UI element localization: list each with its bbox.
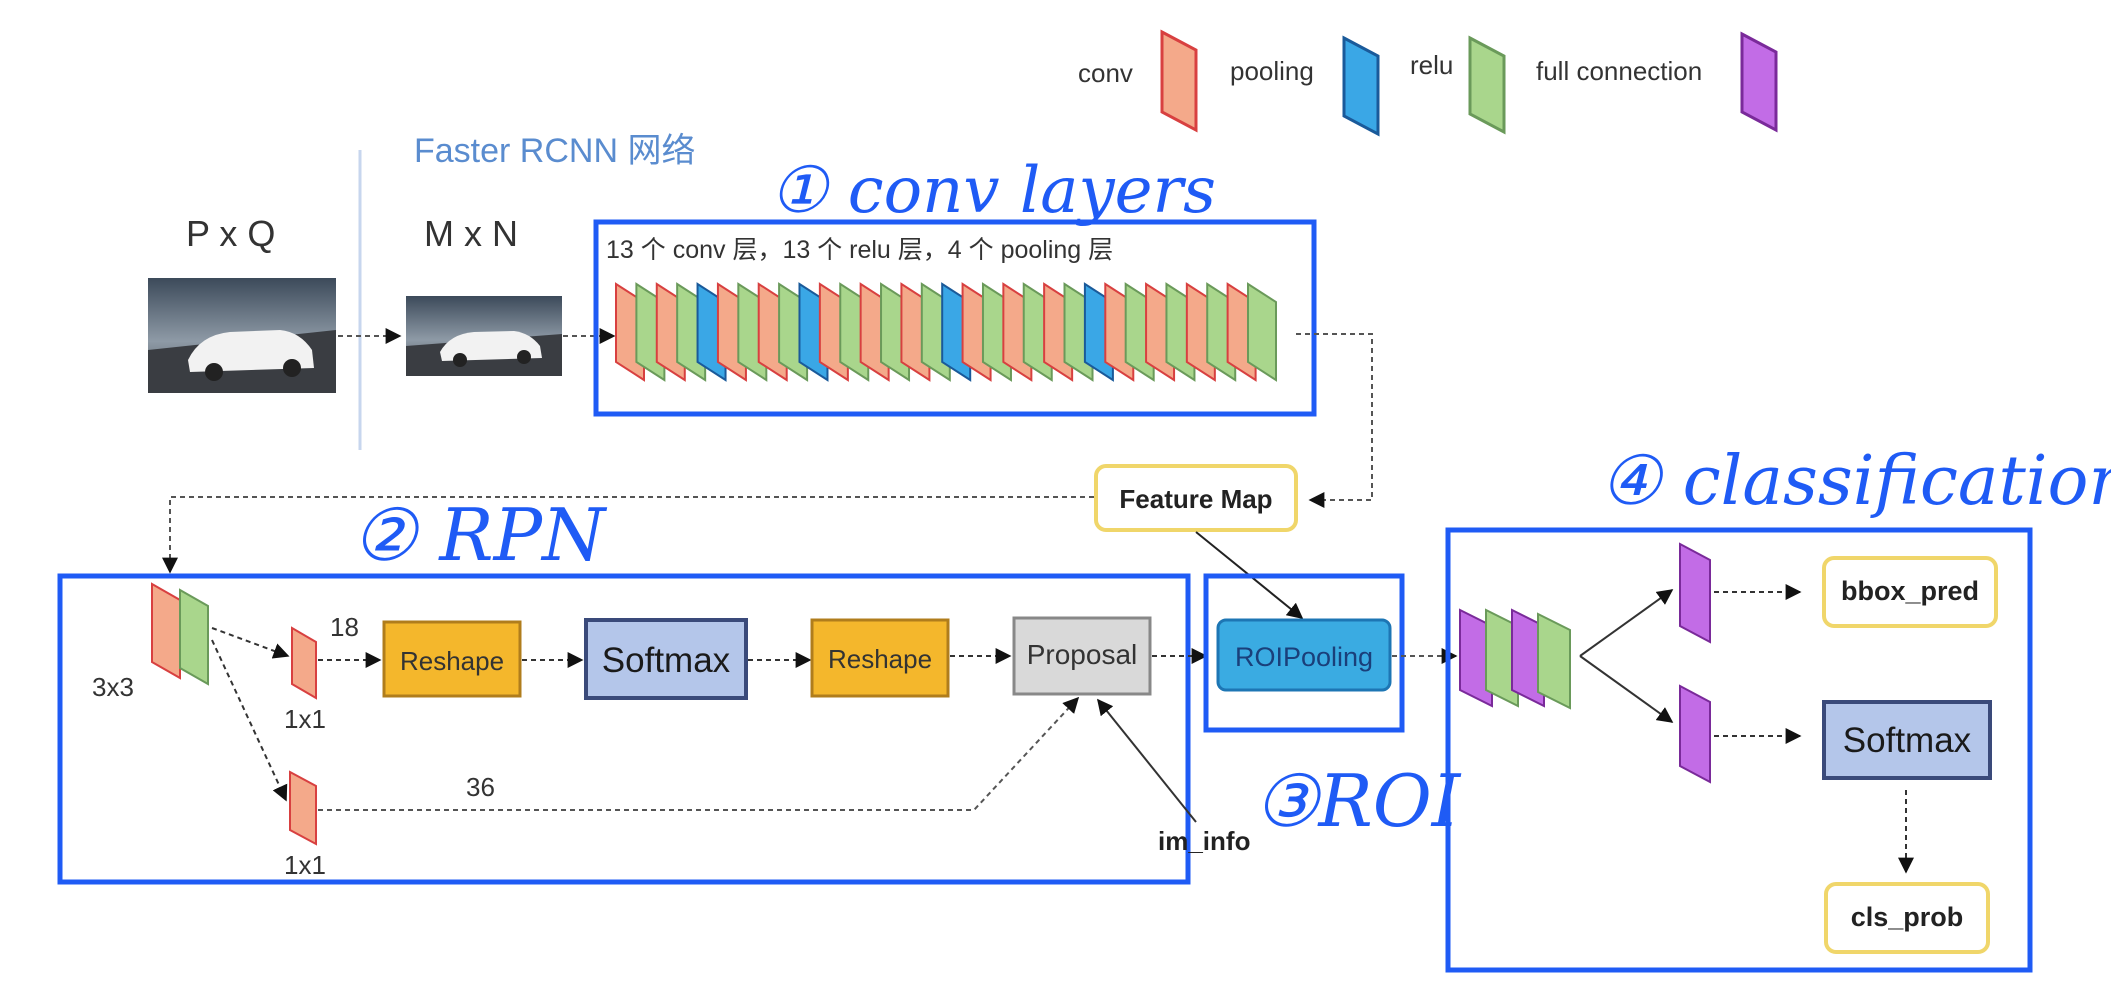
reshape-box-1: Reshape <box>382 620 522 698</box>
arrow-to-bbox-fc <box>1579 589 1674 657</box>
arrow-rpn-cls-conv <box>211 627 290 659</box>
cls-prob-box: cls_prob <box>1824 882 1990 954</box>
resized-image <box>406 296 562 376</box>
rpn-relu-icon <box>179 588 209 686</box>
classifier-fc-icon-2 <box>1511 608 1545 708</box>
legend-pooling-label: pooling <box>1230 56 1314 86</box>
legend-relu-label: relu <box>1410 50 1453 80</box>
legend-full-connection-icon <box>1740 31 1778 133</box>
input-size-label: P x Q <box>186 213 275 254</box>
rpn-softmax-box: Softmax <box>584 618 748 700</box>
classifier-fc-icon-1 <box>1459 608 1493 708</box>
bbox-pred-label: bbox_pred <box>1841 576 1979 606</box>
reshape-2-label: Reshape <box>828 644 932 674</box>
rpn-cls-conv-1x1-icon <box>291 626 317 700</box>
cls-prob-label: cls_prob <box>1851 902 1964 932</box>
classifier-relu-icon-2 <box>1537 612 1571 710</box>
rpn-36-label: 36 <box>466 772 495 802</box>
conv-block-caption: 13 个 conv 层，13 个 relu 层，4 个 pooling 层 <box>606 236 1113 264</box>
proposal-box: Proposal <box>1012 616 1152 696</box>
legend-conv-icon <box>1160 29 1198 133</box>
reshape-1-label: Reshape <box>400 646 504 676</box>
network-title: Faster RCNN 网络 <box>414 132 695 170</box>
rpn-reg-conv-1x1-icon <box>289 770 317 846</box>
annotation-rpn: ② RPN <box>352 493 608 577</box>
arrow-rpn-reg-conv <box>211 639 288 802</box>
rpn-softmax-label: Softmax <box>602 641 731 680</box>
legend-relu-icon <box>1468 35 1506 135</box>
rpn-3x3-label: 3x3 <box>92 672 134 702</box>
classifier-relu-icon-1 <box>1485 608 1519 708</box>
annotation-roi: ③ROI <box>1254 759 1462 843</box>
rpn-conv-3x3-icon <box>151 582 181 680</box>
classifier-softmax-label: Softmax <box>1843 721 1972 760</box>
roi-pooling-label: ROIPooling <box>1235 642 1373 672</box>
proposal-label: Proposal <box>1027 639 1138 670</box>
legend: conv pooling relu full connection <box>1078 29 1778 137</box>
conv-layers-highlight-box <box>593 219 1317 417</box>
conv-stack <box>615 282 1277 382</box>
rpn-highlight-box <box>57 573 1191 885</box>
im-info-label: im_info <box>1158 826 1250 856</box>
arrow-iminfo-proposal <box>1096 698 1197 823</box>
legend-pooling-icon <box>1342 35 1380 137</box>
arrow-conv-featuremap <box>1296 333 1373 508</box>
arrow-reg-proposal <box>318 696 1080 811</box>
annotation-conv-layers: ① conv layers <box>770 154 1216 228</box>
reshape-box-2: Reshape <box>810 618 950 698</box>
conv-stack-relu-layer <box>1247 282 1277 382</box>
rpn-18-label: 18 <box>330 612 359 642</box>
bbox-fc-icon <box>1679 542 1711 644</box>
legend-full-connection-label: full connection <box>1536 56 1702 86</box>
input-image <box>148 278 336 393</box>
bbox-pred-box: bbox_pred <box>1822 556 1998 628</box>
rpn-cls-1x1-label: 1x1 <box>284 704 326 734</box>
legend-conv-label: conv <box>1078 58 1133 88</box>
roi-pooling-box: ROIPooling <box>1216 618 1392 692</box>
arrow-to-cls-fc <box>1579 655 1674 723</box>
arrow-featuremap-rpn <box>162 496 1094 574</box>
cls-fc-icon <box>1679 684 1711 784</box>
feature-map-label: Feature Map <box>1119 484 1272 514</box>
feature-map-box: Feature Map <box>1094 464 1298 532</box>
annotation-classification: ④ classification <box>1600 442 2111 521</box>
resized-size-label: M x N <box>424 213 518 254</box>
roi-highlight-box <box>1203 573 1405 733</box>
classification-highlight-box <box>1445 527 2033 973</box>
rpn-reg-1x1-label: 1x1 <box>284 850 326 880</box>
classifier-softmax-box: Softmax <box>1822 700 1992 780</box>
